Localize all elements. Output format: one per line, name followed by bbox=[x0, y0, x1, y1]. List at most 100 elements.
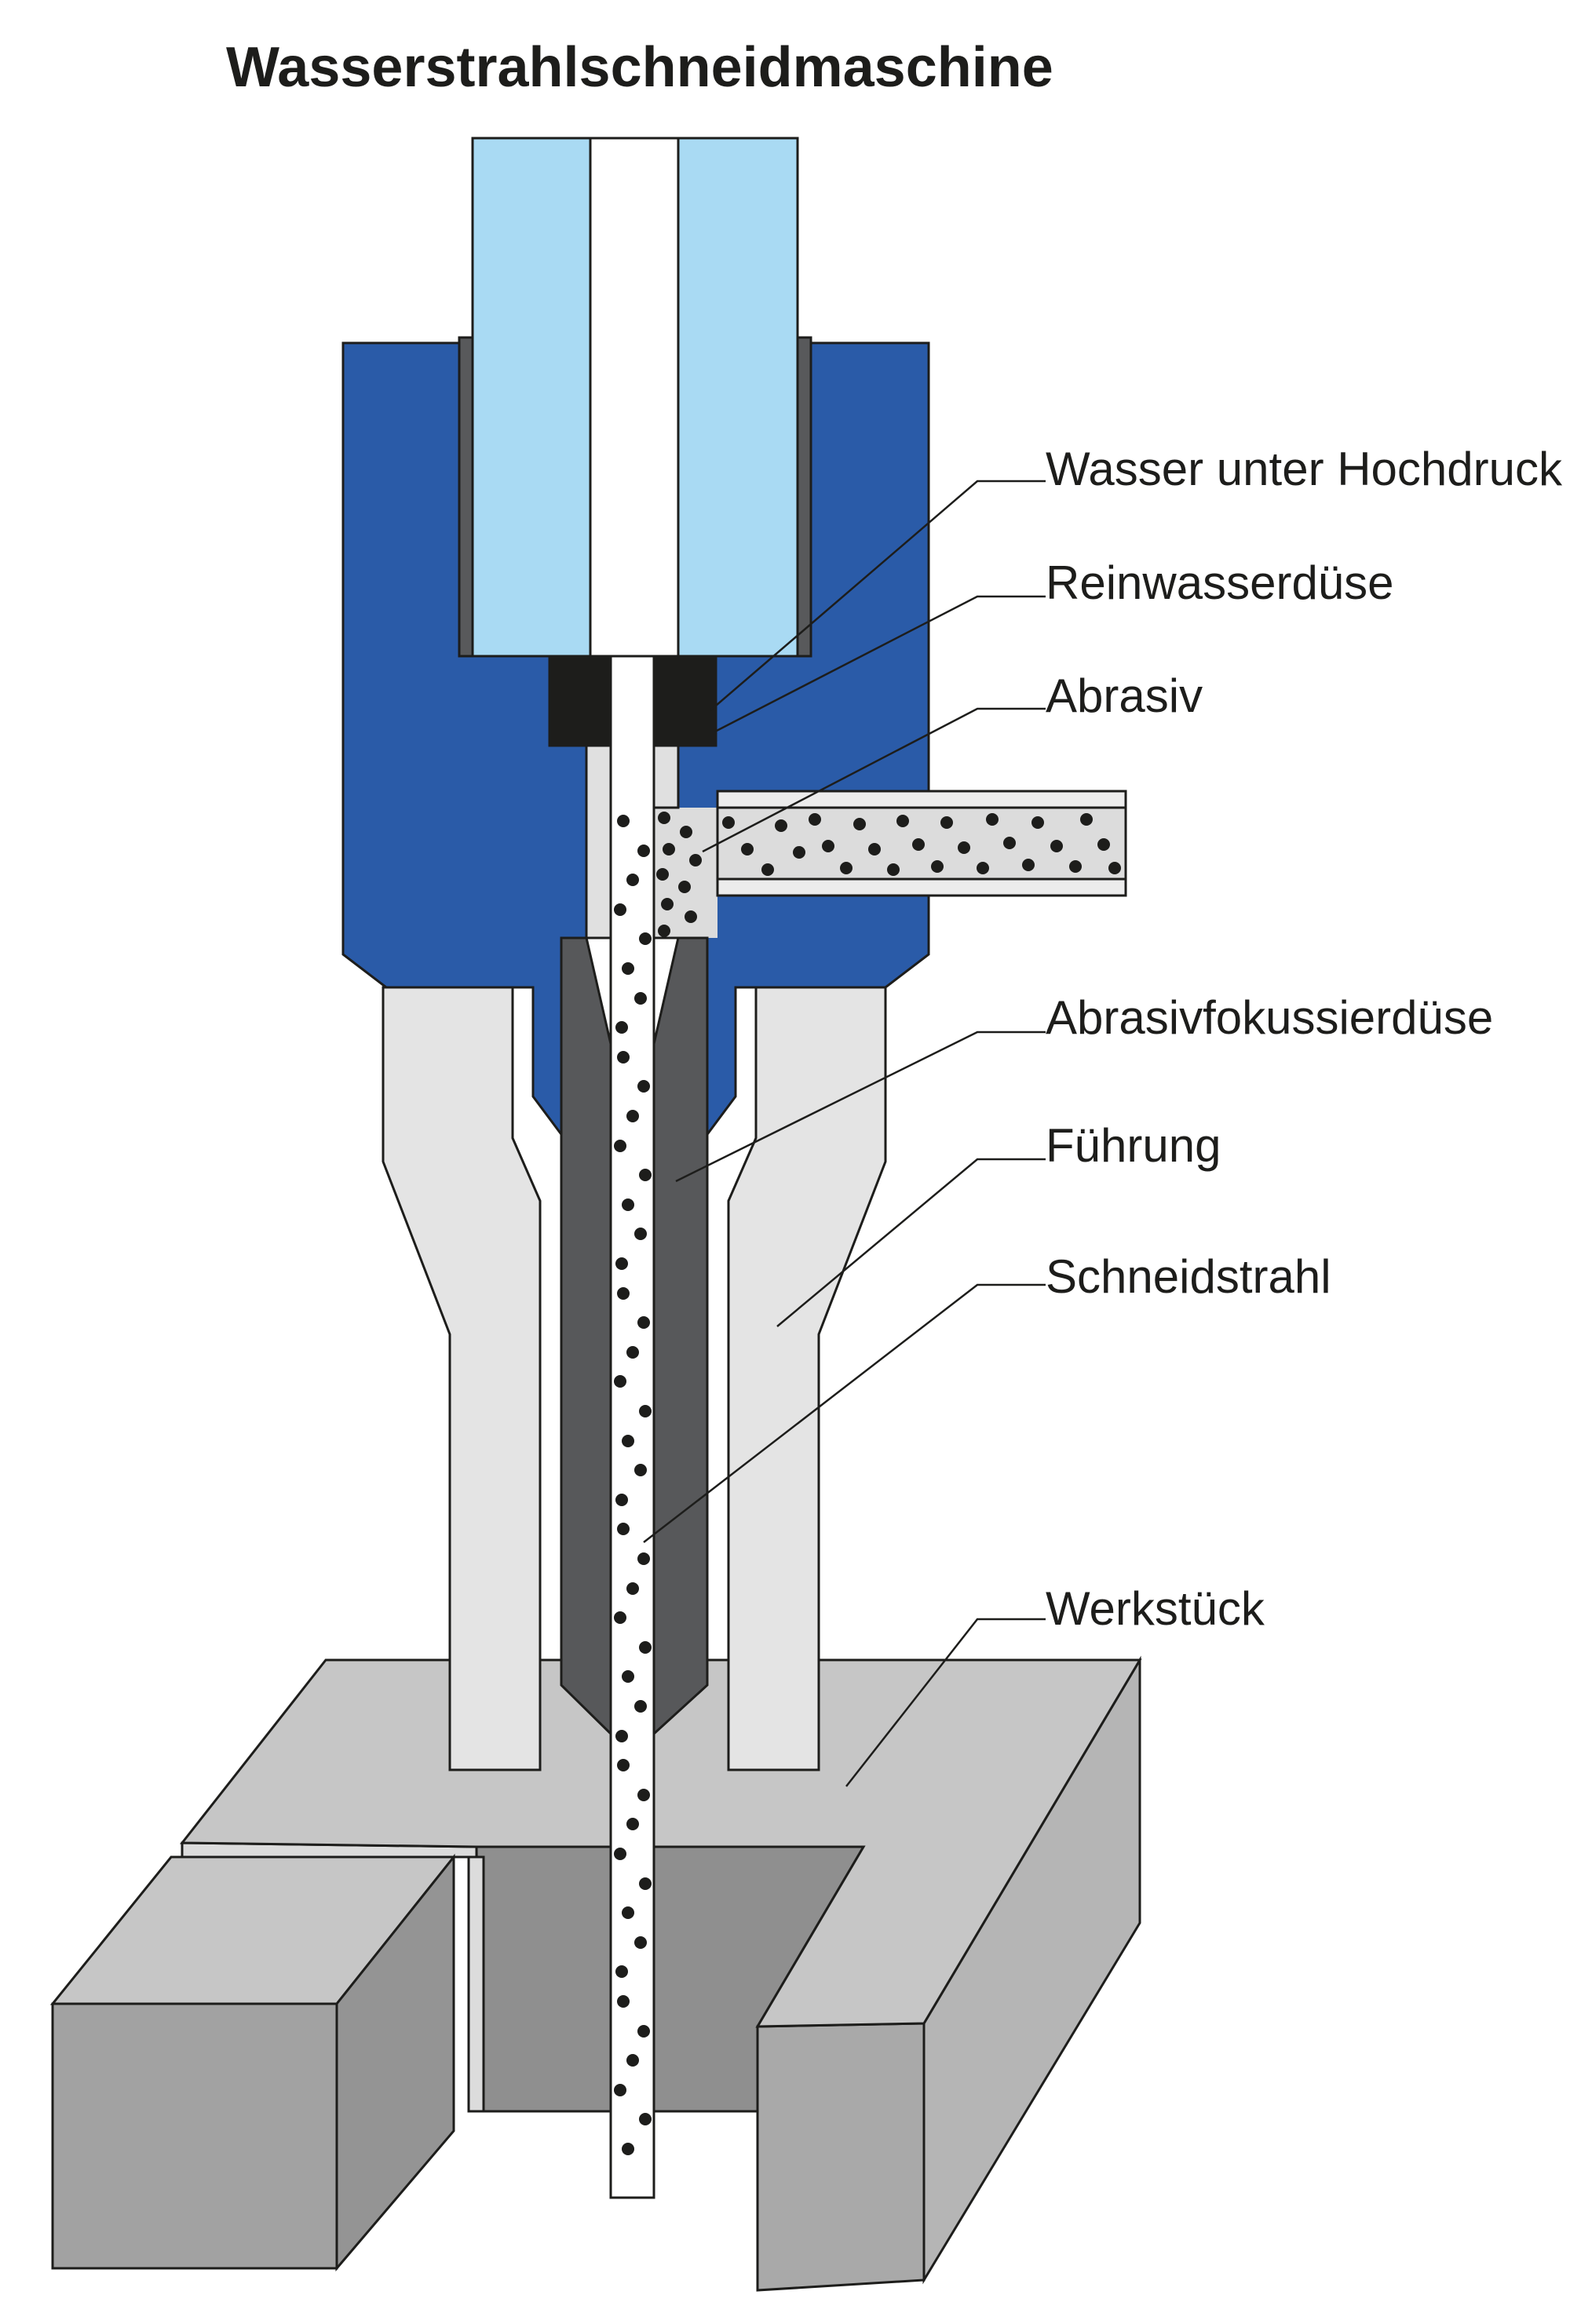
abrasive-particle-dot bbox=[663, 843, 675, 856]
chamber-wall-right bbox=[652, 744, 680, 809]
abrasive-particle-dot bbox=[615, 1257, 628, 1270]
abrasive-particle-dot bbox=[617, 1051, 630, 1063]
abrasive-particle-dot bbox=[637, 1552, 650, 1565]
abrasive-particle-dot bbox=[840, 862, 853, 874]
abrasive-particle-dot bbox=[656, 868, 669, 881]
abrasive-particle-dot bbox=[931, 860, 944, 873]
abrasive-particle-dot bbox=[634, 1228, 647, 1240]
guide-left bbox=[382, 986, 542, 1771]
label-fuehrung: Führung bbox=[1046, 1119, 1221, 1172]
abrasive-particle-dot bbox=[614, 1375, 626, 1388]
abrasive-particle-dot bbox=[741, 843, 754, 856]
abrasive-tube-bottom-band bbox=[716, 877, 1127, 897]
guide-right bbox=[727, 986, 887, 1771]
abrasive-particle-dot bbox=[658, 812, 670, 824]
abrasive-particle-dot bbox=[722, 816, 735, 829]
workpiece-top-face bbox=[179, 1658, 1142, 2028]
abrasive-particle-dot bbox=[622, 2143, 634, 2155]
abrasive-particle-dot bbox=[1108, 862, 1121, 874]
abrasive-particle-dot bbox=[1069, 860, 1082, 873]
abrasive-particle-dot bbox=[912, 838, 925, 851]
abrasive-particle-dot bbox=[822, 840, 834, 852]
abrasive-particle-dot bbox=[896, 815, 909, 827]
abrasive-particle-dot bbox=[658, 925, 670, 937]
abrasive-particle-dot bbox=[617, 815, 630, 827]
label-wasser-unter-hochdruck: Wasser unter Hochdruck bbox=[1046, 443, 1563, 495]
leader-fuehrung bbox=[776, 1158, 1046, 1327]
abrasive-tube-top-band bbox=[716, 790, 1127, 809]
abrasive-particle-dot bbox=[680, 826, 692, 838]
water-channel bbox=[589, 137, 680, 658]
leader-wasser-unter-hochdruck bbox=[710, 480, 1046, 711]
abrasive-particle-dot bbox=[615, 1965, 628, 1978]
abrasive-particle-dot bbox=[761, 863, 774, 876]
abrasive-particle-dot bbox=[868, 843, 881, 856]
label-reinwasserduese: Reinwasserdüse bbox=[1046, 556, 1394, 609]
abrasive-particle-dot bbox=[977, 862, 989, 874]
abrasive-particle-dot bbox=[634, 1936, 647, 1949]
abrasive-particle-dot bbox=[689, 854, 702, 866]
abrasive-particle-dot bbox=[622, 962, 634, 975]
workpiece-front-face bbox=[756, 2022, 926, 2292]
leader-abrasiv bbox=[702, 707, 1046, 853]
abrasive-particle-dot bbox=[626, 1110, 639, 1122]
abrasive-particle-dot bbox=[793, 846, 805, 859]
abrasive-particle-dot bbox=[639, 2113, 652, 2125]
abrasive-particle-dot bbox=[637, 1316, 650, 1329]
abrasive-particle-dot bbox=[685, 910, 697, 923]
chamber-wall-left bbox=[585, 744, 612, 939]
abrasive-particle-dot bbox=[639, 1877, 652, 1890]
abrasive-particle-dot bbox=[809, 813, 821, 826]
abrasive-particle-dot bbox=[637, 1080, 650, 1093]
abrasive-particle-dot bbox=[622, 1670, 634, 1683]
label-werkstueck: Werkstück bbox=[1046, 1582, 1265, 1635]
abrasive-particle-dot bbox=[614, 2084, 626, 2096]
abrasive-particle-dot bbox=[617, 1759, 630, 1771]
label-abrasivfokussierduese: Abrasivfokussierdüse bbox=[1046, 991, 1494, 1044]
abrasive-particle-dot bbox=[626, 2054, 639, 2067]
abrasive-particle-dot bbox=[617, 1287, 630, 1300]
label-schneidstrahl: Schneidstrahl bbox=[1046, 1250, 1331, 1303]
abrasive-particle-dot bbox=[639, 932, 652, 945]
abrasive-particle-dot bbox=[678, 881, 691, 893]
abrasive-particle-dot bbox=[637, 1789, 650, 1801]
abrasive-particle-dot bbox=[617, 1995, 630, 2008]
abrasive-particle-dot bbox=[615, 1021, 628, 1034]
abrasive-particle-dot bbox=[634, 1464, 647, 1476]
abrasive-particle-dot bbox=[661, 898, 674, 910]
leader-reinwasserduese bbox=[714, 595, 1046, 733]
abrasive-particle-dot bbox=[622, 1435, 634, 1447]
abrasive-particle-dot bbox=[634, 1700, 647, 1713]
abrasive-particle-dot bbox=[637, 845, 650, 857]
leader-werkstueck bbox=[845, 1618, 1046, 1787]
abrasive-particle-dot bbox=[639, 1169, 652, 1181]
abrasive-particle-dot bbox=[617, 1523, 630, 1535]
cutting-jet bbox=[609, 655, 655, 2199]
leader-schneidstrahl bbox=[643, 1283, 1046, 1543]
abrasive-particle-dot bbox=[1003, 837, 1016, 849]
abrasive-particle-dot bbox=[940, 816, 953, 829]
abrasive-particle-dot bbox=[775, 819, 787, 832]
abrasive-particle-dot bbox=[958, 841, 970, 854]
label-abrasiv: Abrasiv bbox=[1046, 669, 1203, 722]
cut-piece-front bbox=[51, 2002, 338, 2270]
leader-abrasivfokussierduese bbox=[675, 1031, 1046, 1183]
abrasive-particle-dot bbox=[637, 2025, 650, 2038]
abrasive-particle-dot bbox=[853, 818, 866, 830]
abrasive-particle-dot bbox=[626, 874, 639, 886]
abrasive-particle-dot bbox=[1097, 838, 1110, 851]
abrasive-particle-dot bbox=[622, 1906, 634, 1919]
abrasive-particle-dot bbox=[614, 1140, 626, 1152]
diagram-title: Wasserstrahlschneidmaschine bbox=[226, 36, 1053, 99]
abrasive-particle-dot bbox=[626, 1346, 639, 1359]
abrasive-particle-dot bbox=[622, 1198, 634, 1211]
workpiece-slot-left-wall bbox=[467, 1855, 485, 2113]
abrasive-particle-dot bbox=[614, 1611, 626, 1624]
cut-piece-side bbox=[335, 1853, 455, 2272]
liner-left bbox=[458, 336, 474, 658]
abrasive-particle-dot bbox=[615, 1730, 628, 1742]
liner-right bbox=[796, 336, 812, 658]
abrasive-particle-dot bbox=[1022, 859, 1035, 871]
